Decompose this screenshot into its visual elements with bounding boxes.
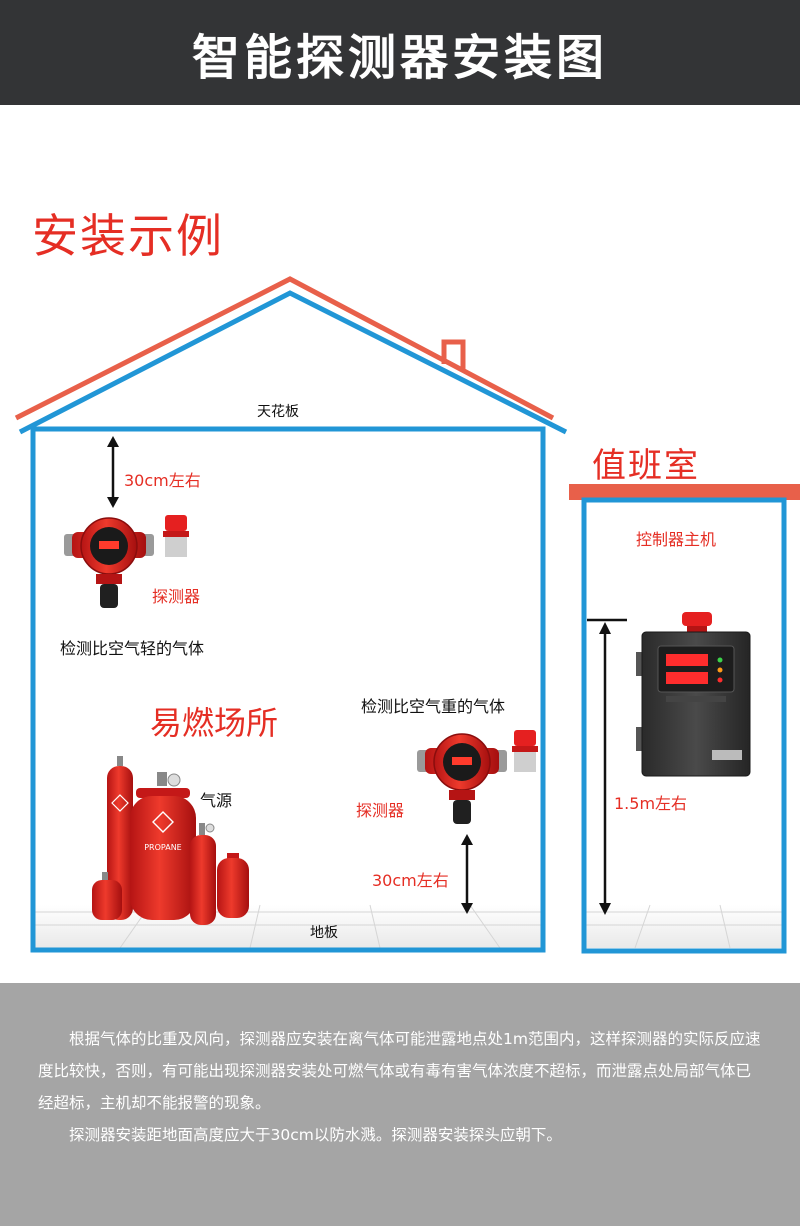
page-header: 智能探测器安装图 (0, 0, 800, 105)
description-panel: 根据气体的比重及风向，探测器应安装在离气体可能泄露地点处1m范围内，这样探测器的… (0, 983, 800, 1226)
page-title: 智能探测器安装图 (191, 29, 608, 86)
controller-label: 控制器主机 (636, 530, 717, 549)
top-distance-label: 30cm左右 (124, 471, 201, 490)
bottom-distance-label: 30cm左右 (372, 871, 449, 890)
section-title: 安装示例 (32, 209, 224, 263)
gas-cylinders-icon: PROPANE (92, 756, 249, 925)
floor-label: 地板 (310, 925, 338, 941)
description-paragraph-1: 根据气体的比重及风向，探测器应安装在离气体可能泄露地点处1m范围内，这样探测器的… (38, 1030, 761, 1112)
detector-label-2: 探测器 (356, 801, 405, 820)
gas-source-label: 气源 (200, 791, 233, 810)
top-distance-arrow (107, 436, 119, 508)
detector-label-1: 探测器 (152, 587, 201, 606)
controller-height-label: 1.5m左右 (614, 794, 688, 813)
cylinder-label: PROPANE (144, 843, 182, 852)
controller-height-arrow (587, 618, 627, 915)
duty-room-floor-grid (585, 904, 783, 949)
bottom-distance-arrow (461, 834, 473, 914)
flammable-area-label: 易燃场所 (150, 704, 279, 742)
chimney (441, 339, 466, 372)
room-walls (30, 426, 546, 953)
controller-cabinet-icon (636, 612, 751, 777)
description-paragraph-2: 探测器安装距地面高度应大于30cm以防水溅。探测器安装探头应朝下。 (69, 1126, 562, 1144)
roof-outline (14, 276, 568, 435)
ceiling-label: 天花板 (257, 404, 299, 420)
duty-room-walls (581, 497, 787, 954)
detector-icon-2 (417, 733, 507, 824)
heavy-gas-label: 检测比空气重的气体 (361, 697, 506, 716)
installation-diagram: PROPANE (14, 276, 800, 954)
light-gas-label: 检测比空气轻的气体 (60, 639, 205, 658)
duty-room-title: 值班室 (592, 446, 700, 486)
alarm-light-icon (163, 515, 189, 557)
detector-icon (64, 517, 154, 608)
duty-room-roof (569, 484, 800, 500)
alarm-light-icon-2 (512, 730, 538, 772)
